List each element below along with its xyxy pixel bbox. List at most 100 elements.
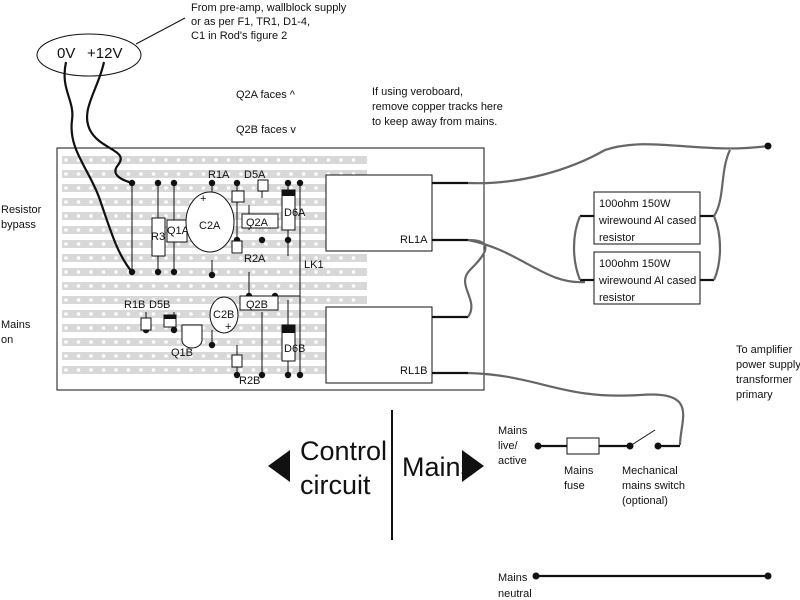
strip-hole bbox=[139, 270, 143, 274]
strip-hole bbox=[76, 368, 81, 372]
strip-hole bbox=[314, 354, 318, 358]
strip-hole bbox=[139, 228, 143, 232]
amp-note-line-1: To amplifier bbox=[736, 344, 793, 356]
strip-hole bbox=[189, 368, 193, 372]
strip-hole bbox=[164, 284, 168, 288]
strip-hole bbox=[164, 298, 168, 302]
strip-hole bbox=[351, 158, 356, 162]
strip-hole bbox=[201, 186, 206, 190]
strip-hole bbox=[226, 256, 231, 260]
strip-hole bbox=[301, 354, 306, 358]
strip-hole bbox=[301, 172, 306, 176]
strip-hole bbox=[301, 214, 306, 218]
strip-hole bbox=[226, 186, 231, 190]
strip-hole bbox=[164, 256, 168, 260]
wirewound-resistor-2 bbox=[593, 251, 701, 305]
strip-hole bbox=[276, 186, 281, 190]
control-circuit-label: Control bbox=[300, 436, 387, 466]
strip-hole bbox=[264, 284, 268, 288]
strip-hole bbox=[101, 312, 106, 316]
strip-hole bbox=[251, 340, 256, 344]
strip-hole bbox=[251, 158, 256, 162]
rl1a-relay bbox=[325, 174, 433, 252]
strip-hole bbox=[126, 326, 131, 330]
r3-label: R3 bbox=[151, 231, 165, 243]
strip-hole bbox=[264, 172, 268, 176]
strip-hole bbox=[76, 228, 81, 232]
strip-hole bbox=[151, 214, 156, 218]
wirewound-resistor-1 bbox=[593, 191, 701, 245]
strip-hole bbox=[64, 298, 68, 302]
strip-hole bbox=[226, 158, 231, 162]
mains-neutral-label-2: neutral bbox=[498, 588, 532, 600]
strip-hole bbox=[114, 270, 118, 274]
strip-hole bbox=[289, 298, 293, 302]
supply-note-line-2: or as per F1, TR1, D1-4, bbox=[191, 16, 310, 28]
strip-hole bbox=[314, 172, 318, 176]
strip-hole bbox=[251, 256, 256, 260]
strip-hole bbox=[301, 186, 306, 190]
strip-hole bbox=[314, 214, 318, 218]
amp-note-line-4: primary bbox=[736, 389, 773, 401]
r2a-resistor bbox=[231, 240, 243, 254]
strip-hole bbox=[214, 256, 218, 260]
strip-hole bbox=[76, 354, 81, 358]
strip-hole bbox=[126, 200, 131, 204]
d6a-label: D6A bbox=[284, 207, 306, 219]
strip-hole bbox=[314, 242, 318, 246]
strip-hole bbox=[64, 214, 68, 218]
strip-hole bbox=[114, 326, 118, 330]
strip-hole bbox=[151, 326, 156, 330]
strip-hole bbox=[101, 242, 106, 246]
strip-hole bbox=[164, 354, 168, 358]
strip-hole bbox=[139, 340, 143, 344]
strip-hole bbox=[101, 158, 106, 162]
r1a-label: R1A bbox=[208, 169, 230, 181]
strip-hole bbox=[164, 368, 168, 372]
strip-hole bbox=[101, 270, 106, 274]
strip-hole bbox=[251, 172, 256, 176]
strip-hole bbox=[164, 270, 168, 274]
strip-hole bbox=[176, 242, 181, 246]
supply-note-line-1: From pre-amp, wallblock supply bbox=[191, 2, 347, 14]
board-pin bbox=[258, 236, 266, 244]
d6a-band bbox=[282, 190, 295, 196]
d5b-label: D5B bbox=[149, 299, 170, 311]
strip-hole bbox=[301, 270, 306, 274]
q2b-orientation-note: Q2B faces v bbox=[236, 124, 296, 136]
strip-hole bbox=[264, 228, 268, 232]
strip-hole bbox=[276, 340, 281, 344]
strip-hole bbox=[164, 200, 168, 204]
strip-hole bbox=[276, 284, 281, 288]
strip-hole bbox=[64, 228, 68, 232]
amp-note-line-2: power supply bbox=[736, 359, 800, 371]
mains-live-label-1: Mains bbox=[498, 425, 528, 437]
strip-hole bbox=[151, 200, 156, 204]
q1b-transistor bbox=[181, 324, 203, 349]
strip-hole bbox=[301, 256, 306, 260]
strip-hole bbox=[64, 284, 68, 288]
strip-hole bbox=[239, 256, 243, 260]
strip-hole bbox=[126, 172, 131, 176]
strip-hole bbox=[126, 256, 131, 260]
strip-hole bbox=[64, 368, 68, 372]
strip-hole bbox=[114, 312, 118, 316]
q2a-label: Q2A bbox=[246, 217, 269, 229]
strip-hole bbox=[126, 214, 131, 218]
strip-hole bbox=[176, 298, 181, 302]
strip-hole bbox=[176, 312, 181, 316]
strip-hole bbox=[189, 242, 193, 246]
mains-live-label-3: active bbox=[498, 455, 527, 467]
strip-hole bbox=[289, 186, 293, 190]
q2b-transistor bbox=[239, 295, 279, 311]
strip-hole bbox=[89, 312, 93, 316]
resistor-2-line-1: 100ohm 150W bbox=[599, 258, 671, 270]
veroboard-note-line-3: to keep away from mains. bbox=[372, 116, 497, 128]
rl1a-label: RL1A bbox=[400, 234, 428, 246]
mains-switch-blade bbox=[629, 429, 656, 447]
strip-hole bbox=[326, 256, 331, 260]
strip-hole bbox=[276, 326, 281, 330]
strip-hole bbox=[89, 200, 93, 204]
strip-hole bbox=[239, 172, 243, 176]
strip-hole bbox=[114, 340, 118, 344]
